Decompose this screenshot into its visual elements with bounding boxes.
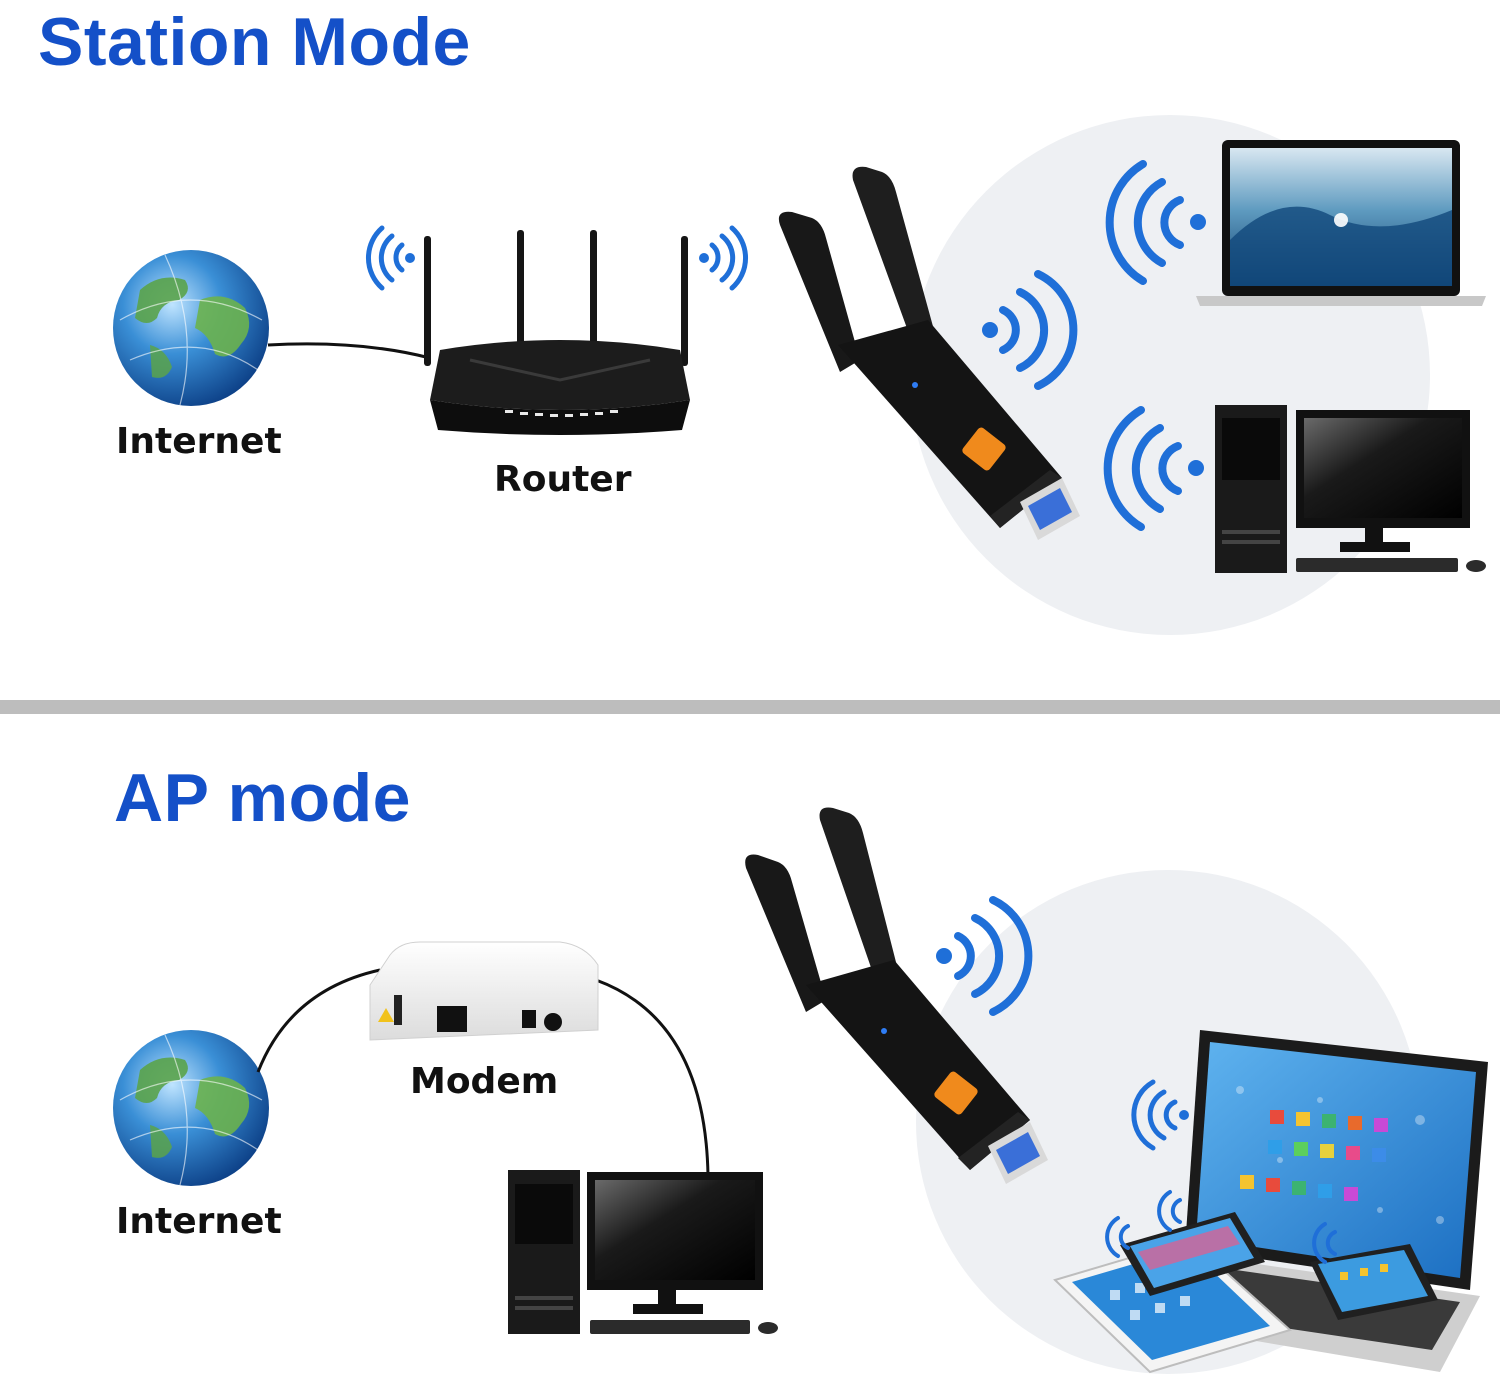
globe-icon — [113, 250, 269, 406]
wifi-wave-icon — [366, 225, 415, 291]
wifi-wave-icon — [1312, 1222, 1337, 1264]
laptop-icon — [1196, 140, 1486, 306]
section-divider — [0, 700, 1500, 714]
cable — [595, 978, 710, 1176]
internet-label: Internet — [116, 421, 282, 462]
wifi-wave-icon — [1103, 406, 1204, 531]
cable — [256, 968, 381, 1073]
usb-wifi-adapter-icon — [745, 807, 1048, 1184]
globe-icon — [113, 1030, 269, 1186]
wifi-wave-icon — [699, 225, 748, 291]
ap-mode-title: AP mode — [114, 760, 411, 836]
wifi-wave-icon — [1131, 1079, 1189, 1151]
desktop-pc-icon — [508, 1170, 778, 1334]
router-icon — [424, 230, 690, 435]
station-mode-title: Station Mode — [38, 4, 471, 80]
smartphone-icon — [1120, 1212, 1265, 1296]
modem-icon — [369, 941, 599, 1041]
router-label: Router — [494, 459, 632, 500]
smartphone-icon — [1310, 1244, 1438, 1320]
wifi-wave-icon — [1157, 1190, 1182, 1232]
modem-label: Modem — [410, 1061, 559, 1102]
cable — [267, 342, 431, 360]
wifi-wave-icon — [1105, 1216, 1130, 1258]
internet-label: Internet — [116, 1201, 282, 1242]
wifi-wave-icon — [982, 270, 1078, 390]
wifi-wave-icon — [936, 896, 1033, 1016]
wifi-wave-icon — [1105, 160, 1206, 285]
desktop-pc-icon — [1215, 405, 1486, 573]
usb-wifi-adapter-icon — [778, 166, 1080, 540]
